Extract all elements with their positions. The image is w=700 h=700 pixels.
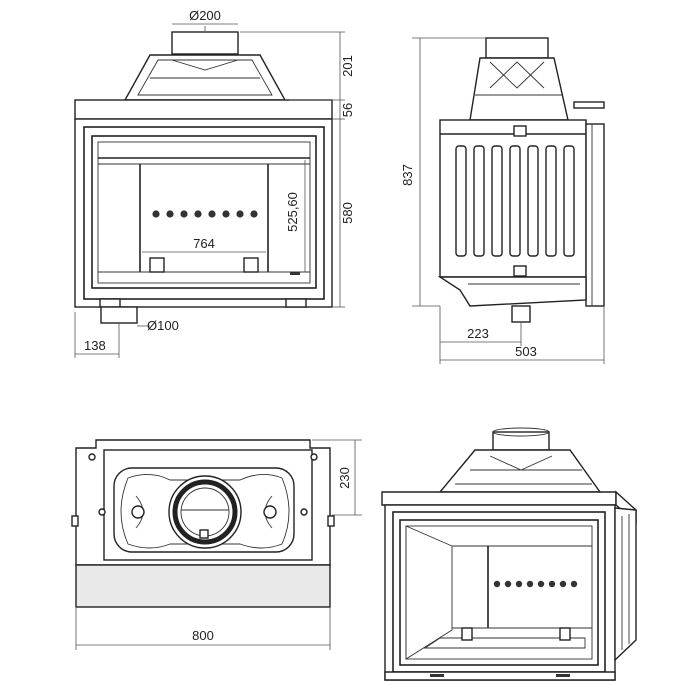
dim-opening-height: 525,60 bbox=[285, 192, 300, 232]
top-flue-outer bbox=[168, 475, 242, 549]
dim-total-width: 800 bbox=[192, 628, 214, 643]
perspective-view bbox=[381, 427, 637, 681]
side-view: 837 223 503 bbox=[400, 37, 605, 364]
persp-right-side bbox=[614, 507, 637, 662]
front-view: Ø200 201 56 580 525,60 764 Ø100 138 bbox=[74, 8, 355, 358]
side-base bbox=[437, 276, 587, 307]
dim-front-height: 580 bbox=[340, 202, 355, 224]
front-air-inlet bbox=[100, 306, 138, 324]
front-flue-collar bbox=[171, 31, 239, 55]
top-front-band bbox=[75, 564, 331, 608]
dim-opening-width: 764 bbox=[193, 236, 215, 251]
dim-air-inlet-offset: 138 bbox=[84, 338, 106, 353]
persp-body bbox=[384, 504, 616, 681]
front-hood bbox=[123, 54, 287, 101]
front-body bbox=[74, 118, 333, 308]
persp-air-holes bbox=[493, 580, 578, 588]
side-hood bbox=[469, 57, 569, 121]
dim-total-height: 837 bbox=[400, 164, 415, 186]
persp-hood bbox=[438, 449, 602, 493]
dim-top-depth: 230 bbox=[337, 467, 352, 489]
front-air-holes bbox=[152, 210, 258, 218]
front-top-band bbox=[74, 99, 333, 120]
top-view: 230 800 bbox=[71, 439, 362, 650]
side-front-panel bbox=[585, 123, 605, 307]
persp-door-frame bbox=[399, 519, 599, 666]
side-ribs bbox=[455, 145, 575, 257]
dim-hood-height: 201 bbox=[340, 55, 355, 77]
dim-total-depth: 503 bbox=[515, 344, 537, 359]
persp-top-band bbox=[381, 491, 617, 506]
dim-band-height: 56 bbox=[340, 103, 355, 117]
front-door-frame bbox=[91, 135, 317, 289]
dim-inlet-depth: 223 bbox=[467, 326, 489, 341]
side-air-inlet bbox=[511, 305, 531, 323]
side-flue-collar bbox=[485, 37, 549, 59]
dim-air-inlet-diameter: Ø100 bbox=[147, 318, 179, 333]
dim-flue-diameter: Ø200 bbox=[189, 8, 221, 23]
